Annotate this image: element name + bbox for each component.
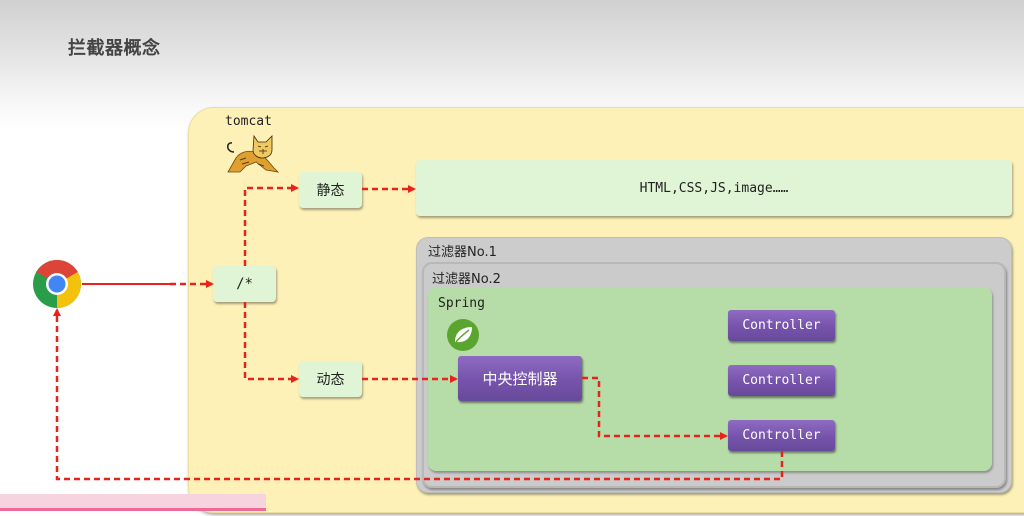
- arrow-route-to-static: [243, 184, 299, 266]
- filter-1-label: 过滤器No.1: [428, 245, 497, 260]
- dynamic-request-box: 动态: [299, 361, 362, 397]
- controller-box: Controller: [728, 310, 835, 341]
- arrow-route-to-dynamic: [243, 302, 299, 383]
- chrome-icon[interactable]: [32, 259, 82, 309]
- page-title: 拦截器概念: [68, 38, 161, 59]
- route-pattern-box: /*: [213, 266, 276, 302]
- static-resources-box: HTML,CSS,JS,image……: [416, 160, 1012, 216]
- controller-box: Controller: [728, 420, 835, 451]
- video-progress-buffer: [0, 494, 266, 510]
- controller-box: Controller: [728, 365, 835, 396]
- arrow-controller-to-browser: [53, 308, 784, 481]
- spring-leaf-icon: [446, 318, 480, 352]
- spring-label: Spring: [438, 296, 485, 311]
- video-progress-bar[interactable]: [0, 508, 266, 511]
- tomcat-cat-icon: [222, 134, 282, 176]
- tomcat-label: tomcat: [225, 114, 272, 129]
- central-controller-box: 中央控制器: [458, 356, 582, 401]
- arrow-central-to-controller: [582, 376, 728, 440]
- static-request-box: 静态: [299, 172, 362, 208]
- filter-2-label: 过滤器No.2: [432, 272, 501, 287]
